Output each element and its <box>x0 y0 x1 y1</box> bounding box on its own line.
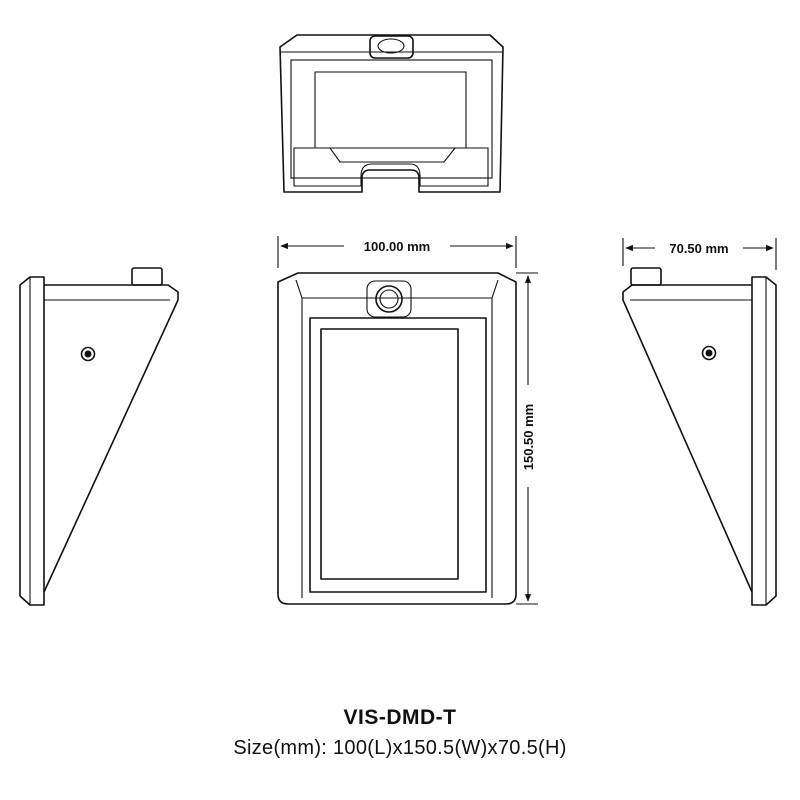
top-view-outline <box>279 34 504 193</box>
top-view-sensor-lens <box>377 38 405 54</box>
front-view-panel-frame <box>309 317 487 593</box>
right-side-view: 70.50 mm <box>622 238 777 606</box>
depth-dimension-label: 70.50 mm <box>669 241 728 256</box>
left-side-wall-plate <box>19 276 45 606</box>
top-view-bracket-slot <box>293 147 489 187</box>
size-specification: Size(mm): 100(L)x150.5(W)x70.5(H) <box>233 737 567 759</box>
right-side-body <box>622 284 753 593</box>
length-dimension-label: 100.00 mm <box>364 239 431 254</box>
top-view-sensor <box>369 35 414 59</box>
left-side-screw-center <box>84 350 92 358</box>
front-view-pir-lens <box>379 289 399 309</box>
left-side-screw-hole <box>80 346 96 362</box>
top-view-window <box>314 71 467 149</box>
front-view-left-bevel <box>295 279 303 598</box>
front-view-solar-panel <box>320 328 459 580</box>
left-side-sensor <box>131 267 163 286</box>
left-side-view <box>19 267 179 606</box>
front-view-pir-sensor <box>375 285 403 313</box>
front-view-outline <box>277 272 517 605</box>
left-side-body <box>43 284 179 593</box>
front-view-right-bevel <box>491 279 499 598</box>
top-view-inner-frame <box>290 59 493 179</box>
width-dimension-label: 150.50 mm <box>521 404 536 471</box>
right-side-sensor <box>630 267 662 286</box>
model-name: VIS-DMD-T <box>343 706 457 729</box>
top-view <box>279 34 504 193</box>
front-view: 100.00 mm 150.50 mm <box>277 236 538 605</box>
right-side-screw-hole <box>701 345 717 361</box>
right-side-wall-plate <box>751 276 777 606</box>
right-side-screw-center <box>705 349 713 357</box>
front-view-sensor-housing <box>366 280 412 318</box>
